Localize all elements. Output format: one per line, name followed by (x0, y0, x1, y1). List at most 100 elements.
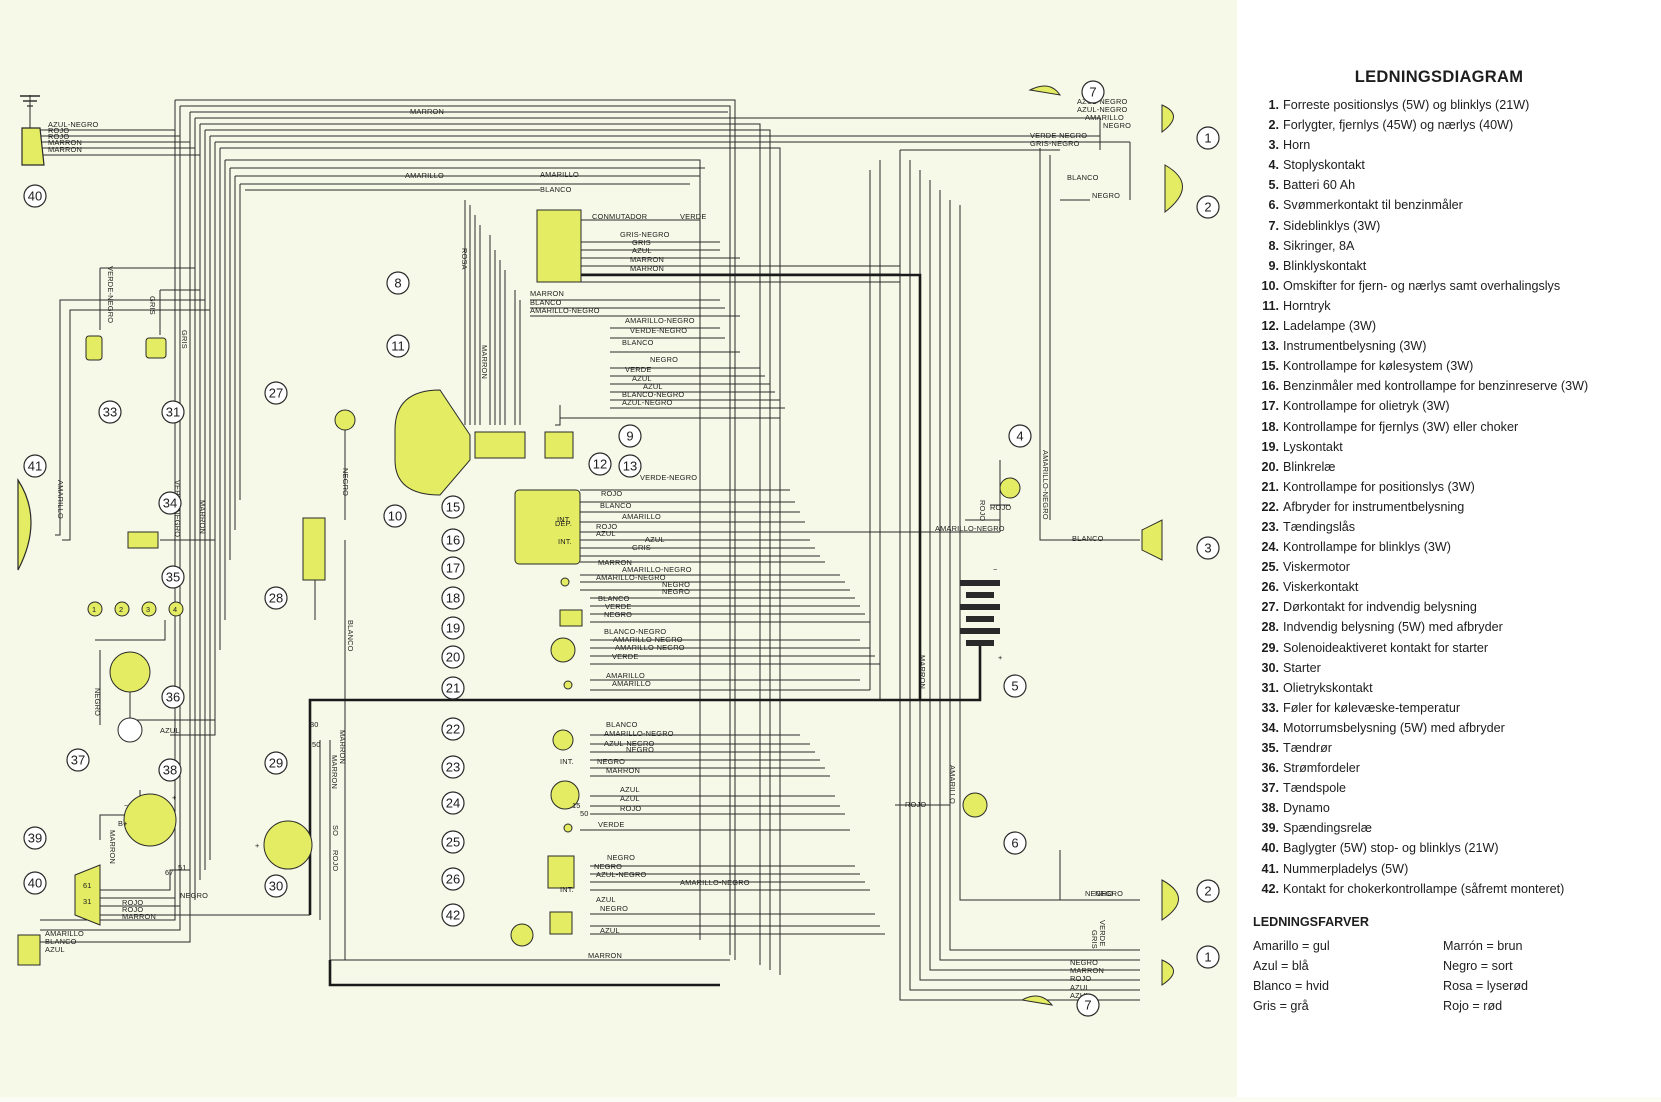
callout-circle (1196, 945, 1220, 969)
callout-19: 19 (441, 616, 465, 640)
legend-item-text: Dørkontakt for indvendig belysning (1283, 600, 1477, 615)
wire-label: AMARILLO-NEGRO (613, 635, 683, 644)
wire-label: ROJO (1070, 974, 1091, 983)
wire-label: AZUL-NEGRO (1077, 97, 1128, 106)
callout-number: 7 (1084, 998, 1091, 1013)
coolant-temp-sensor (85, 335, 103, 361)
legend-item-number: 8. (1268, 238, 1279, 253)
headlight-top (1164, 164, 1183, 214)
legend-item-number: 33. (1261, 700, 1279, 715)
callout-circle (441, 676, 465, 700)
callout-circle (23, 454, 47, 478)
legend-item-number: 29. (1261, 640, 1279, 655)
wire-colors-grid: Amarillo = gul Marrón = brun Azul = blå … (1253, 937, 1645, 1016)
wiring-diagram-canvas: AZUL-NEGRO ROJO ROJO MARRON MARRON MARRON AMAR… (17, 80, 1220, 1017)
wire-label: AZUL-NEGRO (596, 870, 647, 879)
legend-item-text: Kontrollampe for fjernlys (3W) eller cho… (1283, 419, 1519, 434)
callout-6: 6 (1003, 831, 1027, 855)
callout-number: 26 (446, 872, 460, 887)
callout-13: 13 (618, 454, 642, 478)
legend-item: 4.Stoplyskontakt (1253, 155, 1645, 175)
wire-label: NEGRO (597, 757, 625, 766)
legend-item-number: 36. (1261, 761, 1279, 776)
wire-labels: AZUL-NEGRO ROJO ROJO MARRON MARRON MARRON AMAR… (45, 97, 1131, 1000)
legend-item-number: 13. (1261, 339, 1279, 354)
legend-item-number: 35. (1261, 741, 1279, 755)
callout-circle (618, 424, 642, 448)
wire-label: AZUL (620, 794, 640, 803)
legend-item: 24.Kontrollampe for blinklys (3W) (1253, 537, 1645, 557)
wire-label: BLANCO (346, 620, 355, 652)
wire-label: AMARILLO (612, 679, 651, 688)
legend-item: 13.Instrumentbelysning (3W) (1253, 336, 1645, 356)
callout-number: 17 (446, 561, 460, 576)
legend-item-text: Kontrollampe for blinklys (3W) (1283, 540, 1451, 555)
wire-label: NEGRO (594, 862, 622, 871)
callout-circle (441, 755, 465, 779)
callout-number: 40 (28, 876, 42, 891)
wire-label: MARRON (48, 138, 82, 147)
wire-label: AZUL-NEGRO (48, 120, 99, 129)
callout-number: 11 (391, 339, 405, 354)
wire-label: ROJO (905, 800, 926, 809)
wire-label: GRIS (632, 238, 651, 247)
wire-label: BLANCO-NEGRO (622, 390, 684, 399)
turn-signal-switch (544, 431, 574, 459)
legend-item: 35.Tændrør (1253, 738, 1645, 758)
wire-label: BLANCO (622, 338, 654, 347)
legend-item-number: 41. (1261, 861, 1279, 876)
wire-label: BLANCO-NEGRO (604, 627, 666, 636)
wire-label: MARRON (530, 289, 564, 298)
callout-circle (1196, 879, 1220, 903)
wire-color-entry: Gris = grå (1253, 998, 1309, 1013)
legend-item-text: Indvendig belysning (5W) med afbryder (1283, 620, 1503, 635)
dynamo (123, 793, 177, 847)
callout-circle (66, 748, 90, 772)
spark-plugs (87, 601, 184, 617)
wire-label: NEGRO (1092, 191, 1120, 200)
callout-number: 39 (28, 831, 42, 846)
wire-label: CONMUTADOR (592, 212, 647, 221)
callout-number: 23 (446, 760, 460, 775)
wire-label: AZUL-NEGRO (1077, 105, 1128, 114)
wire-label: ROJO (122, 905, 143, 914)
callout-number: 30 (269, 879, 283, 894)
legend-item-text: Tændingslås (1283, 519, 1356, 534)
legend-item: 21.Kontrollampe for positionslys (3W) (1253, 477, 1645, 497)
wire-label: MARRON (606, 766, 640, 775)
callout-7: 7 (1081, 80, 1105, 104)
legend-item: 26.Viskerkontakt (1253, 577, 1645, 597)
turn-signal-lamp (563, 823, 573, 833)
wire-label: BLANCO (598, 594, 630, 603)
headlight-switch (474, 431, 526, 459)
legend-item-text: Olietrykskontakt (1283, 680, 1373, 695)
callout-circle (1008, 424, 1032, 448)
starter (263, 820, 313, 870)
wire-label: NEGRO (600, 904, 628, 913)
wire-label: MARRON (598, 558, 632, 567)
callout-number: 35 (166, 570, 180, 585)
callout-42: 42 (441, 903, 465, 927)
wire-label: BLANCO (540, 185, 572, 194)
legend-item: 42.Kontakt for chokerkontrollampe (såfre… (1253, 879, 1645, 899)
callout-circle (383, 504, 407, 528)
callout-circle (441, 830, 465, 854)
callout-27: 27 (264, 381, 288, 405)
callout-25: 25 (441, 830, 465, 854)
legend-item-text: Batteri 60 Ah (1283, 178, 1356, 193)
legend-item-text: Kontrollampe for kølesystem (3W) (1283, 359, 1474, 374)
legend-item: 29.Solenoideaktiveret kontakt for starte… (1253, 638, 1645, 658)
instrument-cluster (514, 489, 581, 565)
number-plate-light (17, 477, 32, 571)
legend-item-number: 5. (1268, 178, 1279, 193)
legend-item-number: 16. (1261, 379, 1279, 394)
legend-item-text: Horntryk (1283, 298, 1331, 313)
callout-16: 16 (441, 528, 465, 552)
callout-38: 38 (158, 758, 182, 782)
legend-item-text: Afbryder for instrumentbelysning (1283, 499, 1465, 514)
callout-circle (386, 271, 410, 295)
legend-item-text: Kontrollampe for positionslys (3W) (1283, 479, 1475, 494)
callout-37: 37 (66, 748, 90, 772)
callout-5: 5 (1003, 674, 1027, 698)
legend-item: 7.Sideblinklys (3W) (1253, 216, 1645, 236)
